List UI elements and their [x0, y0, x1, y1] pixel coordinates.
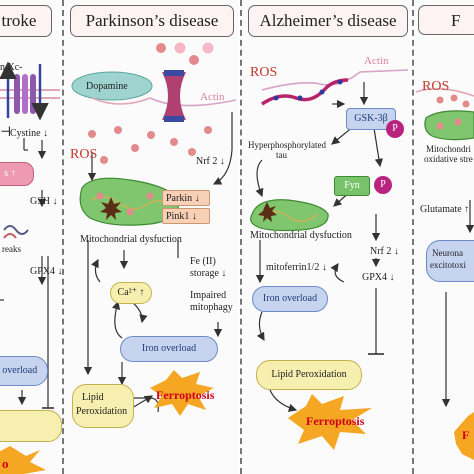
fyn-box: Fyn	[334, 176, 370, 196]
right-mito-label-1: Mitochondri	[426, 144, 471, 154]
glutamate-label: Glutamate ↑	[420, 204, 470, 215]
ad-ferroptosis-star-icon	[288, 394, 372, 450]
pd-mito-dysfunction-label: Mitochondrial dysfuction	[80, 234, 182, 245]
separator-2	[240, 0, 242, 474]
separator-3	[412, 0, 414, 474]
pd-ros-label: ROS	[70, 147, 98, 162]
right-mito-label-2: oxidative stre	[424, 154, 473, 164]
separator-1	[62, 0, 64, 474]
pd-lipid-label-2: Peroxidation	[76, 406, 128, 417]
stroke-gpx4-label: GPX4 ↓	[30, 266, 63, 277]
pd-ferroptosis-star-icon	[150, 370, 214, 416]
ad-iron-overload-box: Iron overload	[252, 286, 328, 312]
stroke-iron-overload-box: n overload	[0, 356, 48, 386]
right-title: F	[418, 5, 474, 35]
stroke-lipid-box	[0, 410, 62, 442]
dopamine-cell-icon	[71, 71, 153, 101]
system-xc-label: n Xc-	[0, 62, 23, 73]
p-badge-fyn: P	[374, 176, 392, 194]
tau-filament-icon	[261, 78, 349, 106]
impaired-mitophagy-label-2: mitophagy	[190, 302, 233, 313]
right-ferroptosis-text: F	[462, 428, 470, 442]
ad-ferroptosis-text: Ferroptosis	[306, 414, 365, 428]
dopamine-label: Dopamine	[86, 81, 128, 92]
pd-lipid-label-1: Lipid	[82, 392, 104, 403]
dna-breaks-label: reaks	[2, 244, 21, 254]
fe-storage-label-2: storage ↓	[190, 268, 227, 279]
dopamine-transporter-icon	[162, 70, 186, 122]
pd-mitochondrion-icon	[79, 177, 180, 226]
alzheimers-panel	[242, 0, 410, 474]
tau-label-2: tau	[276, 150, 287, 160]
stroke-ferroptosis-text: o	[2, 456, 9, 471]
tau-label-1: Hyperphosphorylated	[248, 140, 326, 150]
actin-filament-icon	[261, 69, 409, 91]
dna-damage-icon	[3, 225, 29, 239]
right-neuronal-label-1: Neurona	[432, 248, 463, 258]
stroke-ferroptosis-star-icon	[0, 446, 46, 474]
pd-actin-label: Actin	[200, 91, 225, 103]
parkinsons-title: Parkinson’s disease	[70, 5, 234, 37]
ad-gpx4-label: GPX4 ↓	[362, 272, 395, 283]
parkin-box: Parkin ↓	[162, 190, 210, 206]
right-ferroptosis-star-icon	[454, 412, 474, 460]
p-badge-gsk: P	[386, 120, 404, 138]
ad-lipid-peroxidation-box: Lipid Peroxidation	[256, 360, 362, 390]
ad-mitochondrion-icon	[250, 199, 329, 232]
ad-mito-dysfunction-label: Mitochondrial dysfuction	[250, 230, 352, 241]
ad-ros-label: ROS	[250, 65, 278, 80]
pd-iron-overload-box: Iron overload	[120, 336, 218, 362]
right-neuronal-label-2: excitotoxi	[430, 260, 466, 270]
pd-lipid-peroxidation-box	[72, 384, 134, 428]
fe-storage-label-1: Fe (II)	[190, 256, 216, 267]
right-panel	[414, 0, 474, 474]
impaired-mitophagy-label-1: Impaired	[190, 290, 227, 301]
ad-actin-label: Actin	[364, 55, 389, 67]
stroke-title: troke	[0, 5, 52, 37]
pd-ferroptosis-text: Ferroptosis	[156, 388, 215, 402]
alzheimers-title: Alzheimer’s disease	[248, 5, 408, 37]
right-neuronal-box	[426, 240, 474, 282]
system-xc-transporter-icon	[0, 61, 60, 121]
stroke-pink-box: s ↑	[0, 162, 34, 186]
gsh-label: GSH ↓	[30, 196, 58, 207]
gsk3b-box: GSK-3β	[346, 108, 396, 130]
cystine-label: Cystine ↓	[10, 128, 49, 139]
right-ros-label: ROS	[422, 79, 450, 94]
right-mitochondrion-icon	[424, 110, 474, 141]
cystine-inhibit-symbol: ⊣	[0, 124, 12, 139]
mitoferrin-label: mitoferrin1/2 ↓	[266, 262, 327, 273]
pd-nrf2-label: Nrf 2 ↓	[196, 156, 225, 167]
calcium-box: Ca²⁺ ↑	[110, 282, 152, 304]
ad-nrf2-label: Nrf 2 ↓	[370, 246, 399, 257]
pink1-box: Pink1 ↓	[162, 208, 210, 224]
